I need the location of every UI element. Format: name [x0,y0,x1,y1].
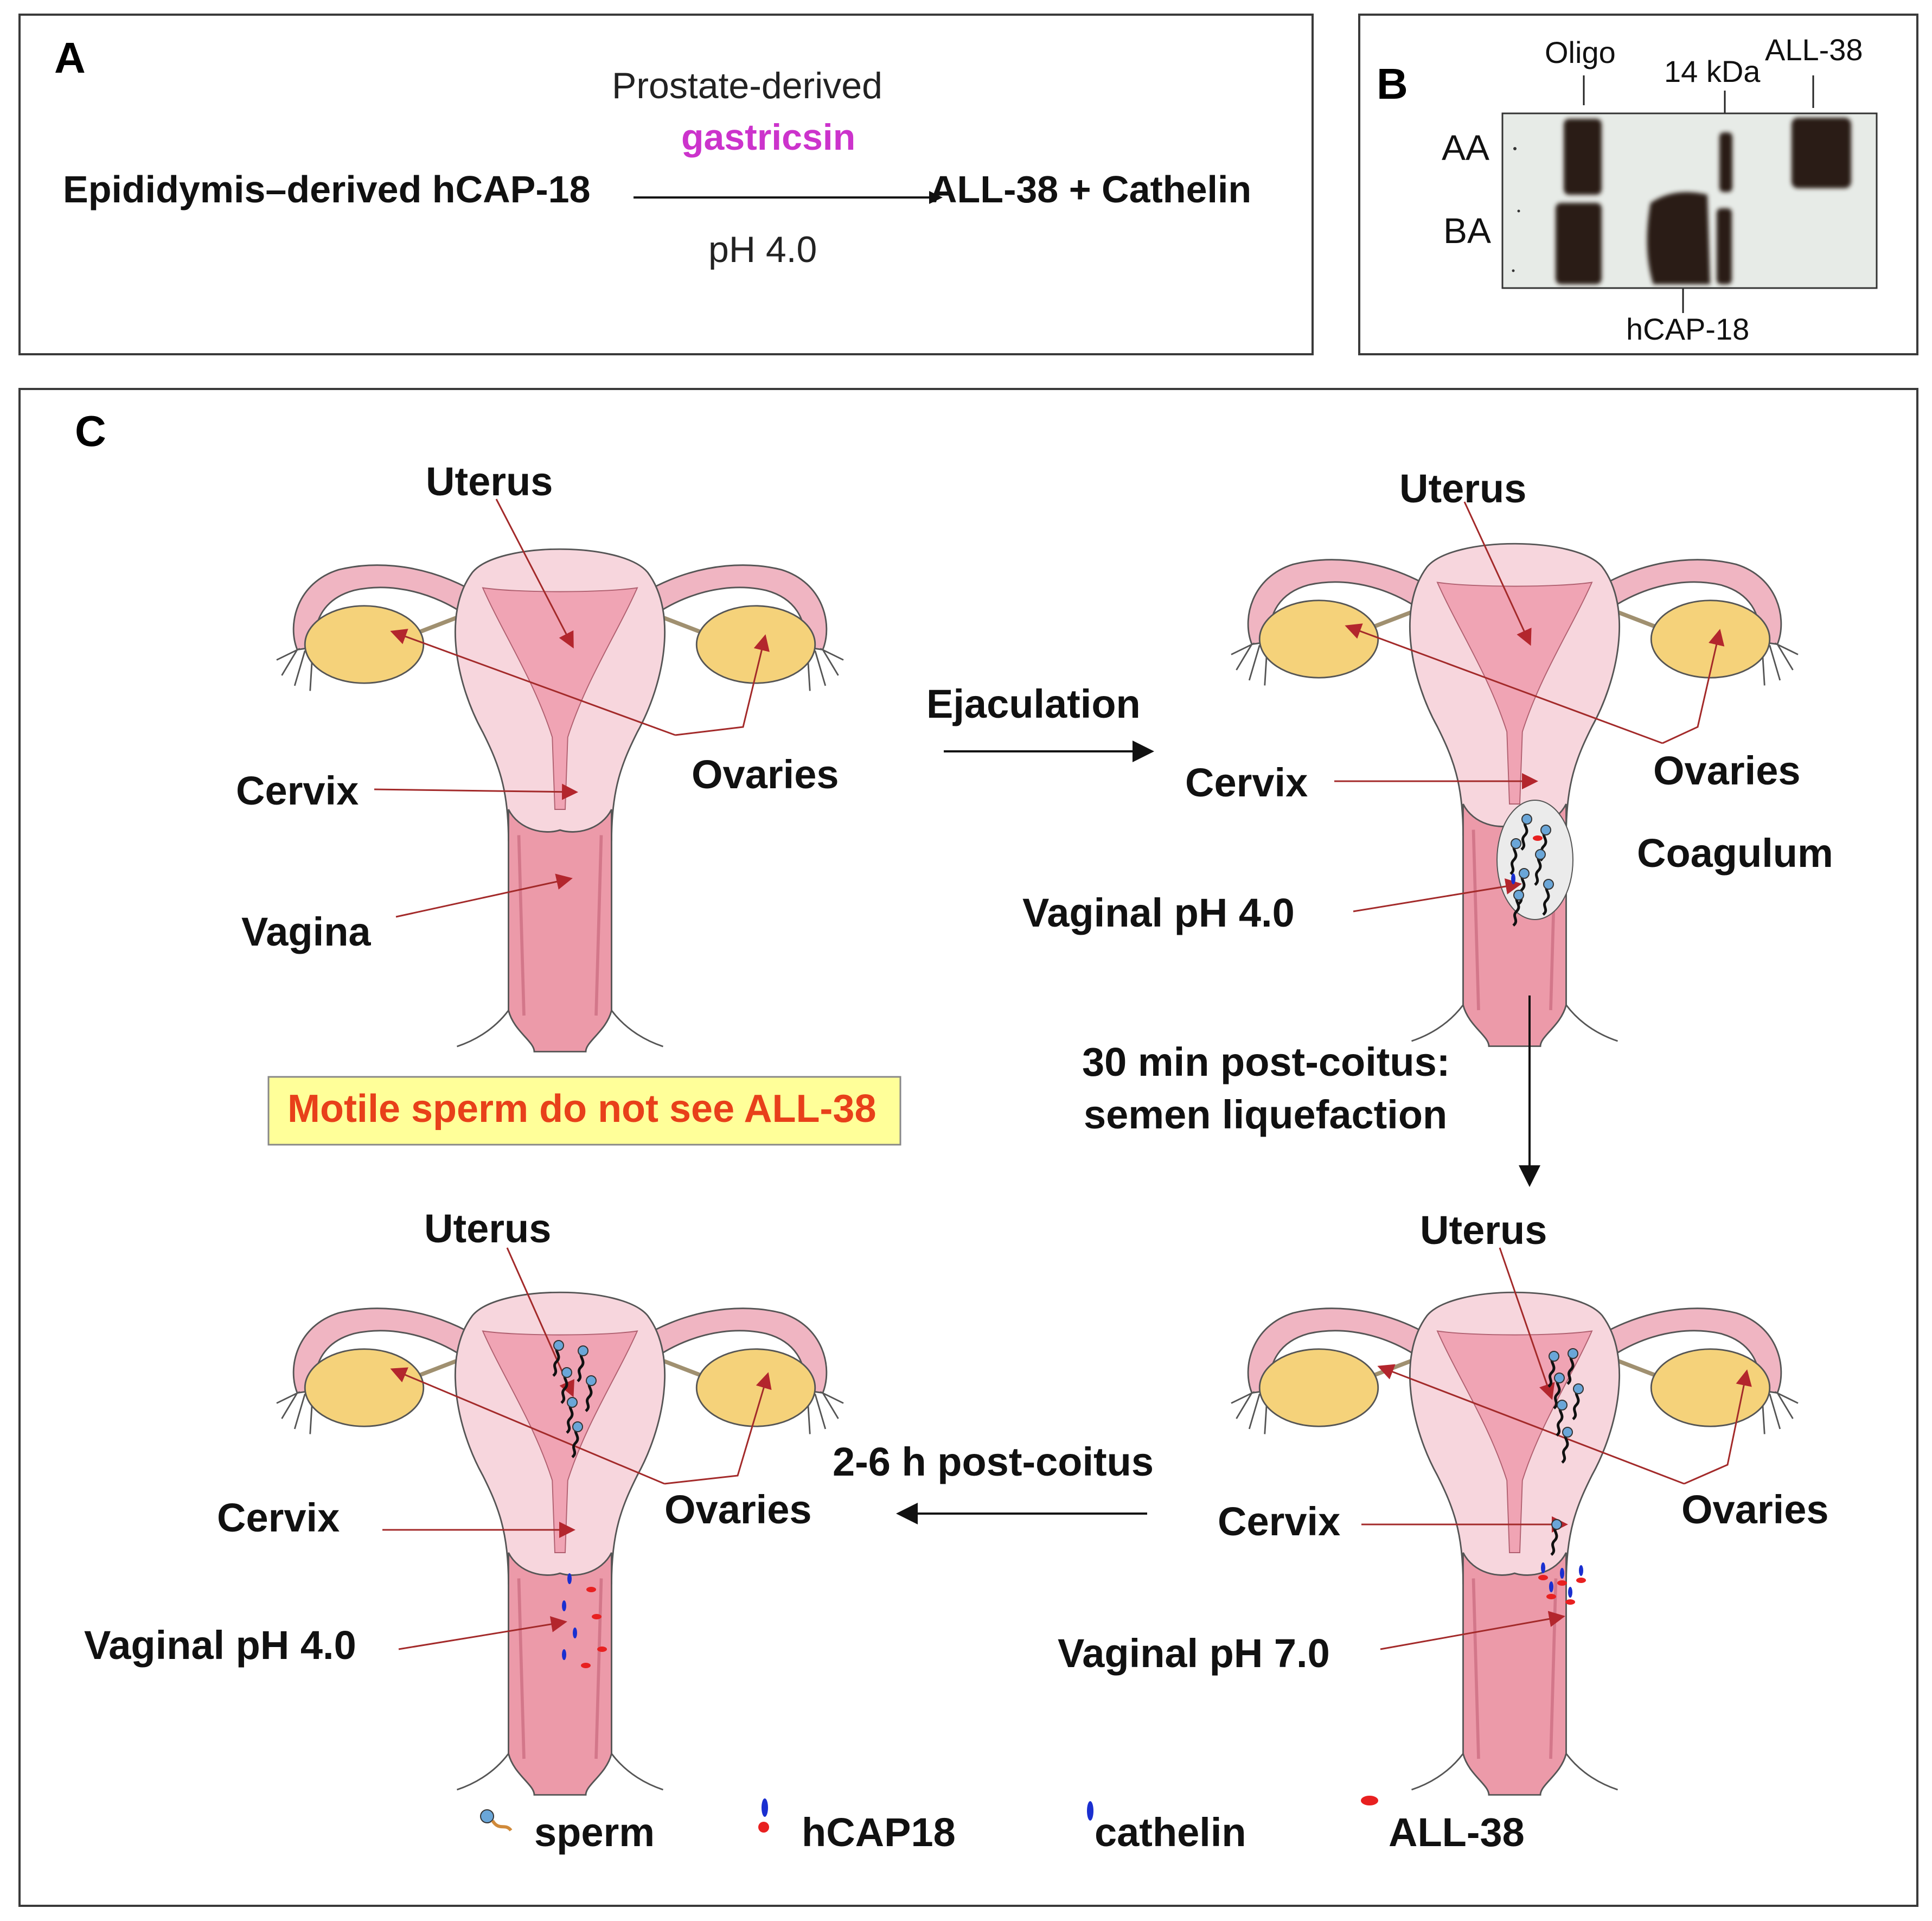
bottom-label-hcap18: hCAP-18 [1626,312,1750,346]
hcap18-mark [1568,1587,1572,1598]
hcap18-mark [1546,1594,1556,1599]
panel-a: A Prostate-derived gastricsin Epididymis… [18,14,1314,355]
sperm-mark [1572,1383,1584,1420]
sperm-mark [1520,814,1532,851]
sperm-mark [1556,1400,1568,1437]
liquefaction-label-line2: semen liquefaction [1084,1092,1448,1137]
hcap18-mark [1565,1599,1575,1605]
stage1-ovaries-label: Ovaries [692,752,839,797]
all38-mark [597,1646,607,1652]
note-box [267,1076,901,1146]
hcap18-mark [1560,1568,1564,1579]
row-label-ba: BA [1443,210,1492,251]
stage4-cervix-label: Cervix [217,1495,340,1540]
enzyme-source-label: Prostate-derived [612,65,882,106]
hcap18-mark [1576,1578,1586,1583]
panel-a-letter: A [54,34,86,82]
western-blot [1501,75,1878,313]
stage3-cervix-label: Cervix [1218,1499,1341,1544]
legend-sperm-label: sperm [534,1810,655,1855]
cathelin-mark [573,1628,577,1638]
legend-cathelin-label: cathelin [1095,1810,1246,1855]
row-label-aa: AA [1442,127,1490,168]
panel-c-letter: C [75,407,106,455]
sperm-mark [1534,849,1546,886]
hcap18-mark [1541,1562,1545,1573]
sperm-mark [1561,1427,1573,1464]
cathelin-icon [1087,1801,1093,1821]
sperm-mark [585,1375,597,1412]
sperm-mark [1547,1351,1559,1388]
hcap18-mark [1557,1580,1567,1586]
stage1-vagina-label: Vagina [241,909,371,954]
stage4-uterus-label: Uterus [424,1206,552,1251]
all38-mark [592,1614,602,1619]
stage2-vaginal-ph-label: Vaginal pH 4.0 [1022,890,1295,935]
stage4-ovaries-label: Ovaries [664,1487,812,1532]
cathelin-mark [562,1649,566,1660]
liquefaction-label-line1: 30 min post-coitus: [1082,1039,1450,1084]
hcap18-mark [1579,1565,1583,1576]
sperm-mark [560,1367,572,1404]
products-label: ALL-38 + Cathelin [930,168,1252,210]
stage2-coagulum-label: Coagulum [1637,831,1833,876]
sperm-mark [1512,890,1524,927]
sperm-mark [571,1421,583,1458]
lane-label-14kda: 14 kDa [1664,54,1761,88]
all38-mark [586,1587,596,1592]
sperm-mark [1553,1373,1565,1409]
cathelin-mark [567,1573,572,1584]
all38-mark [581,1663,591,1668]
stage2-uterus-label: Uterus [1399,466,1527,511]
lane-label-oligo: Oligo [1545,35,1616,69]
panel-b: B Oligo 14 kDa ALL-38 AA BA hCAP-18 [1358,14,1918,355]
note-text: Motile sperm do not see ALL-38 [287,1087,877,1131]
hcap18-icon [758,1798,769,1833]
cathelin-mark [1511,873,1515,884]
reaction-arrow [634,191,943,204]
sperm-icon [480,1809,513,1832]
cathelin-mark [562,1600,566,1611]
post-coitus-label: 2-6 h post-coitus [833,1439,1154,1484]
legend-all38-label: ALL-38 [1389,1810,1525,1855]
hcap18-mark [1549,1581,1553,1592]
lane-label-all38: ALL-38 [1765,33,1863,67]
all38-mark [1533,835,1543,841]
sperm-mark [1566,1348,1578,1385]
all38-icon [1361,1796,1378,1805]
stage1-uterus-label: Uterus [426,459,553,504]
legend-hcap18-label: hCAP18 [802,1810,956,1855]
condition-label: pH 4.0 [708,229,817,270]
sperm-mark [552,1340,564,1377]
ejaculation-label: Ejaculation [926,681,1141,726]
sperm-mark [566,1397,578,1434]
sperm-mark [1550,1519,1562,1556]
stage3-uterus-label: Uterus [1420,1208,1547,1253]
stage2-ovaries-label: Ovaries [1653,748,1801,793]
stage4-vaginal-ph-label: Vaginal pH 4.0 [84,1623,356,1668]
enzyme-label: gastricsin [681,117,856,158]
substrate-label: Epididymis–derived hCAP-18 [63,168,591,210]
panel-b-letter: B [1377,60,1408,108]
hcap18-mark [1538,1575,1548,1580]
sperm-mark [1542,879,1554,916]
stage3-vaginal-ph-label: Vaginal pH 7.0 [1058,1631,1330,1676]
sperm-mark [577,1345,588,1382]
stage1-cervix-label: Cervix [236,768,359,813]
stage3-ovaries-label: Ovaries [1681,1487,1829,1532]
stage2-cervix-label: Cervix [1185,760,1308,805]
sperm-mark [1509,838,1521,875]
